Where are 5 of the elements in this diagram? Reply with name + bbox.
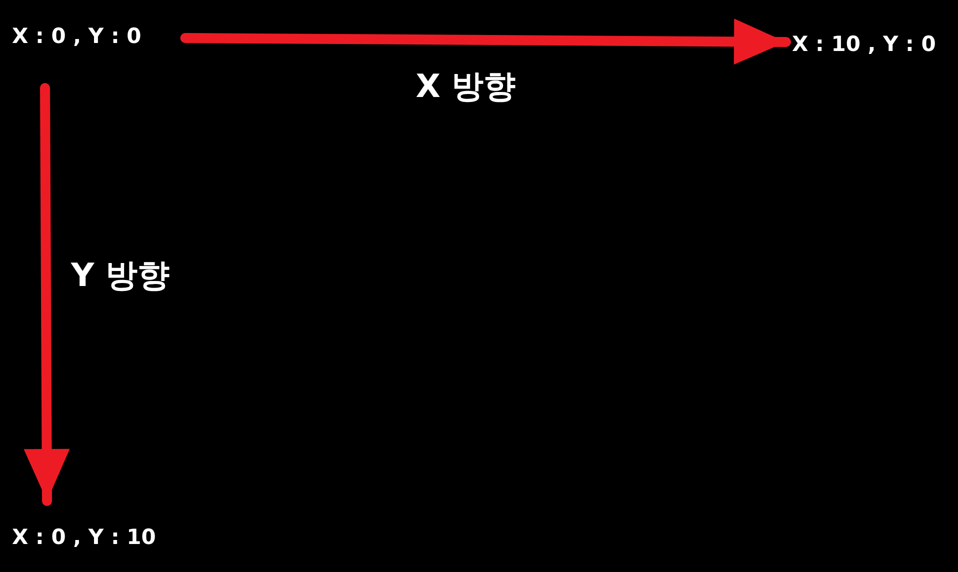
- arrow: [180, 18, 791, 65]
- coordinate-label: X : 10 , Y : 0: [792, 30, 936, 58]
- coordinate-label: X : 0 , Y : 0: [12, 22, 142, 50]
- coordinate-label: X : 0 , Y : 10: [12, 523, 156, 551]
- arrow: [24, 83, 70, 506]
